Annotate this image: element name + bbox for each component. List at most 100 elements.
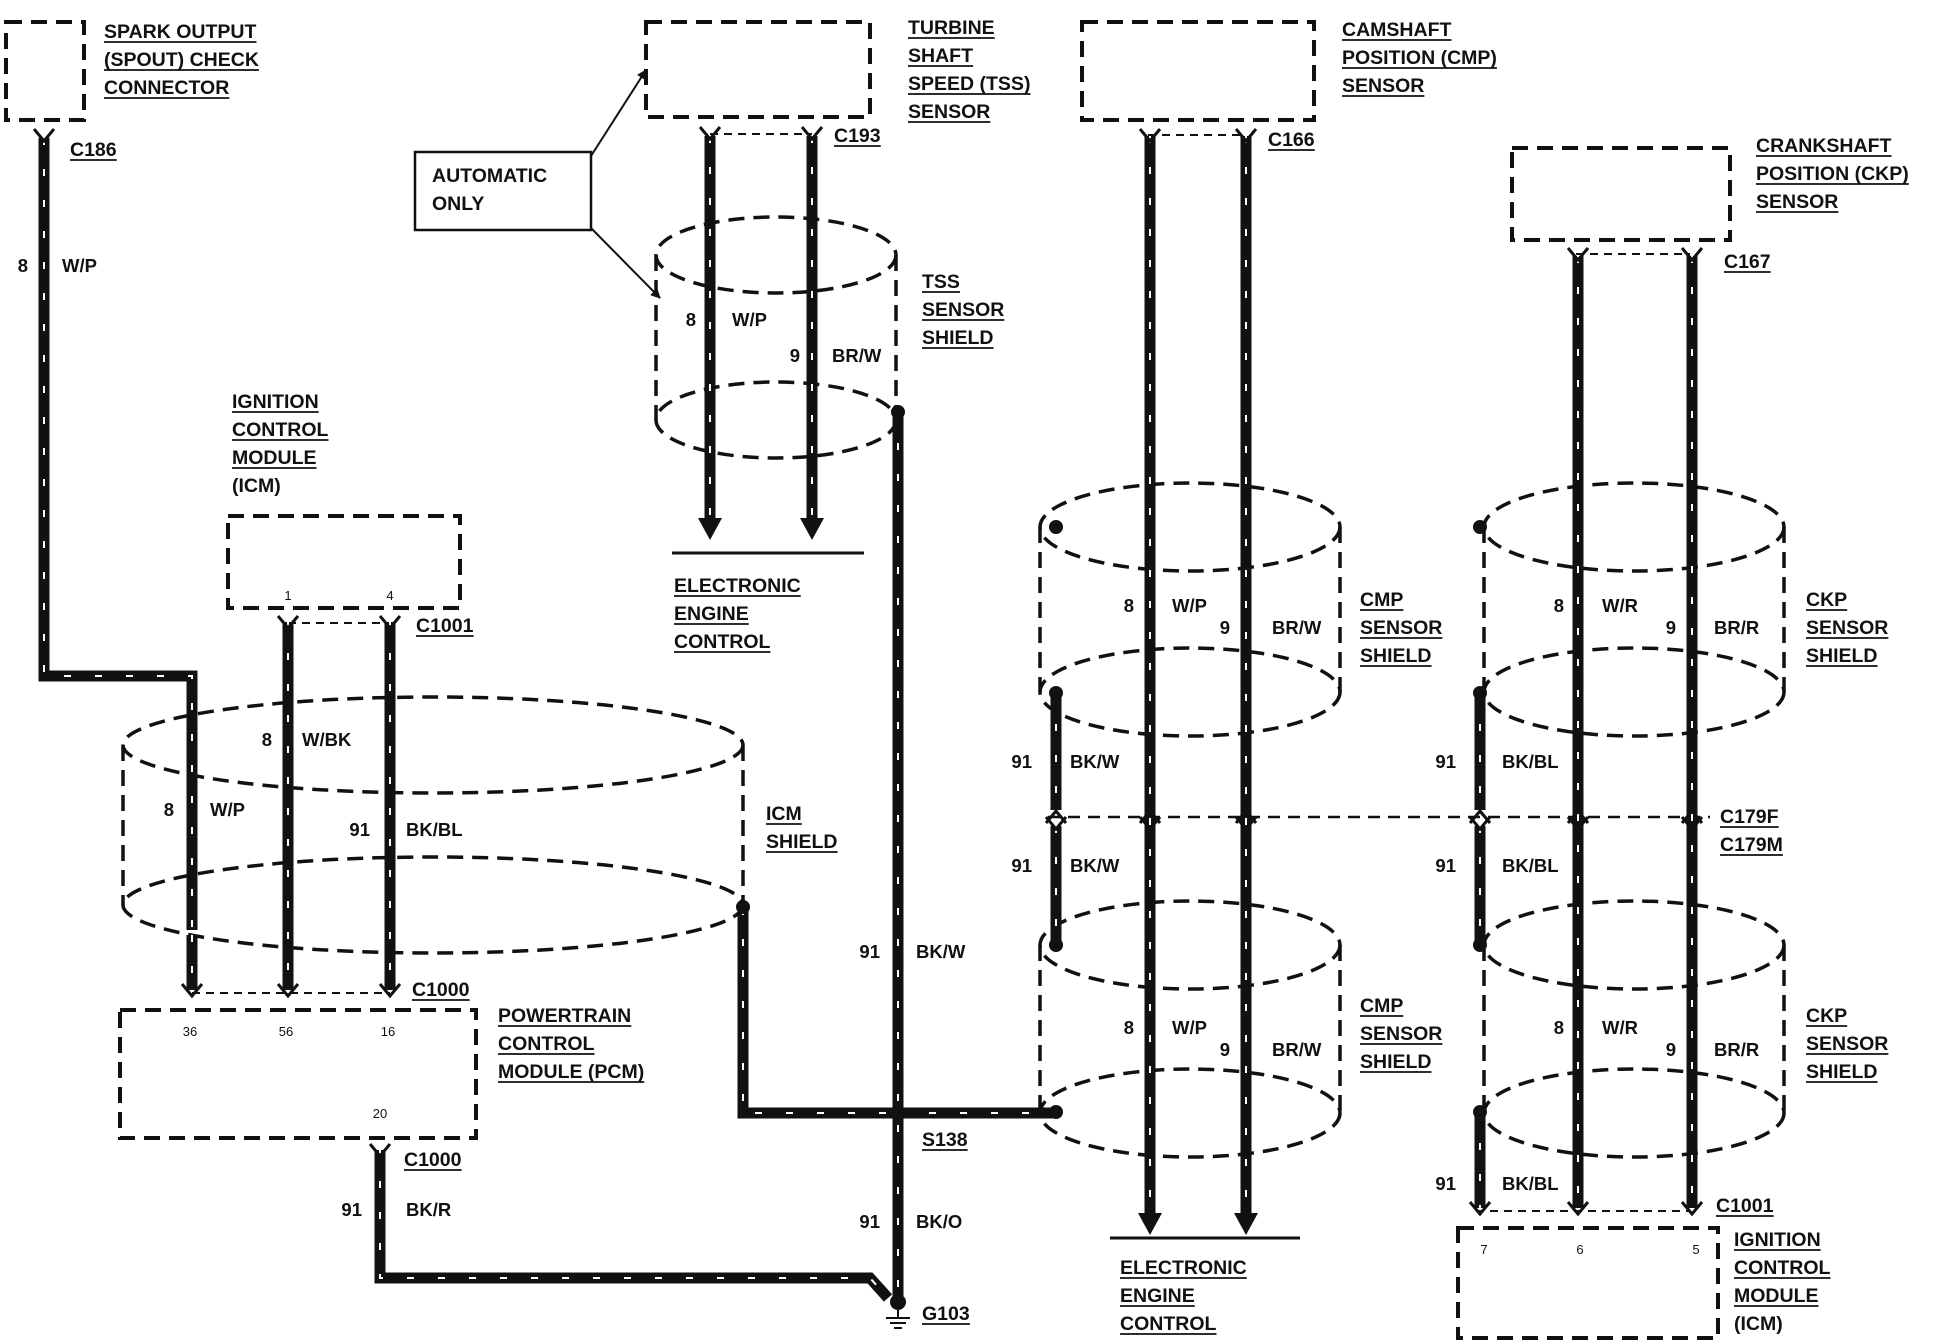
icm-top-label-line-2: MODULE [232,447,317,469]
icm-shield-drain-dot [736,900,750,914]
cmp-arrow-wp [1138,1213,1162,1235]
c1000b-chevron-icon [276,983,300,999]
pin-pcm-56: 56 [279,1024,293,1039]
c1001-top-label: C1001 [416,615,474,637]
cmp-shield-dot-1 [1049,520,1063,534]
s138-splice-dot [890,1105,906,1121]
c1001-bottom-label: C1001 [1716,1195,1774,1217]
c1001d-chevron-icon [1566,1201,1590,1217]
cmp-label-line-2: SENSOR [1342,75,1424,97]
wire-circuit-ckp-b-bkbl: 91 [1435,1173,1456,1194]
c167-label: C167 [1724,251,1771,273]
c1000d-chevron-icon [368,1143,392,1159]
callout-arrow-lower [590,227,661,299]
spout-wire-tracer [43,138,193,930]
cmp-lower-shield-label-line-0: CMP [1360,995,1403,1017]
c179f-label: C179F [1720,806,1779,828]
cmp-upper-shield [1038,481,1342,738]
c167a-chevron-icon [1566,247,1590,263]
eec-left-label-line-0: ELECTRONIC [674,575,801,597]
c179m-chevron-icon-3 [1468,816,1492,832]
c193a-chevron-icon [698,126,722,142]
c179m-label: C179M [1720,834,1783,856]
pin-icm-7: 7 [1480,1242,1487,1257]
wire-circuit-tss-wp: 8 [686,309,696,330]
wire-color-pcm-bkr: BK/R [406,1199,451,1220]
c1001c-chevron-icon [1468,1201,1492,1217]
wire-circuit-ckp-u-brr: 9 [1666,617,1676,638]
c1000-top-label: C1000 [412,979,470,1001]
c166a-chevron-icon [1138,128,1162,144]
wire-color-tss-wp: W/P [732,309,767,330]
cmp-upper-shield-label-line-1: SENSOR [1360,617,1442,639]
pcm-label-line-0: POWERTRAIN [498,1005,631,1027]
cmp-lower-shield-label-line-1: SENSOR [1360,1023,1442,1045]
callout-arrow-upper [590,69,647,157]
eec-right-label-line-0: ELECTRONIC [1120,1257,1247,1279]
ckp-shield-dot-3 [1473,938,1487,952]
c179m-chevron-icon-1 [1138,816,1162,832]
c186-chevron-icon [32,128,56,144]
icm-top-label-line-0: IGNITION [232,391,319,413]
cmp-arrow-brw [1234,1213,1258,1235]
ckp-shield-dot-1 [1473,520,1487,534]
g103-ground-dot [890,1294,906,1310]
pin-pcm-36: 36 [183,1024,197,1039]
c1000-bottom-label: C1000 [404,1149,462,1171]
eec-right-label-line-2: CONTROL [1120,1313,1216,1335]
pcm-label-line-2: MODULE (PCM) [498,1061,644,1083]
icm-shield-label-line-0: ICM [766,803,802,825]
c179m-chevron-icon-5 [1680,816,1704,832]
c1001e-chevron-icon [1680,1201,1704,1217]
wire-color-ckp-u-brr: BR/R [1714,617,1759,638]
icm-drain [737,908,898,1119]
wire-color-cmp-u-wp: W/P [1172,595,1207,616]
wire-color-ckp-l-wr: W/R [1602,1017,1638,1038]
wires-layer [32,126,1704,1302]
spout-label-line-2: CONNECTOR [104,77,229,99]
ckp-shield-dot-4 [1473,1105,1487,1119]
wire-circuit-ckp-u-bkbl: 91 [1435,751,1456,772]
tss-label-line-2: SPEED (TSS) [908,73,1030,95]
wire-color-ckp-l-bkbl: BK/BL [1502,855,1559,876]
cmp-label-line-0: CAMSHAFT [1342,19,1451,41]
tss-label-line-0: TURBINE [908,17,995,39]
wire-circuit-ckp-u-wr: 8 [1554,595,1564,616]
c193-label: C193 [834,125,881,147]
ckp-label-line-1: POSITION (CKP) [1756,163,1909,185]
wire-color-cmp-u-brw: BR/W [1272,617,1322,638]
ckp-lower-shield-label-line-2: SHIELD [1806,1061,1878,1083]
wire-circuit-ckp-l-bkbl: 91 [1435,855,1456,876]
wire-color-icm-bkbl: BK/BL [406,819,463,840]
g103-label: G103 [922,1303,970,1325]
tss-arrow-brw [800,518,824,540]
auto-only-label-line-1: ONLY [432,193,484,215]
icm-bottom-label-line-3: (ICM) [1734,1313,1783,1335]
spout-connector-box [4,20,86,122]
tss-shield-label-line-2: SHIELD [922,327,994,349]
pin-pcm-16: 16 [381,1024,395,1039]
wire-circuit-spout-wp: 8 [18,255,28,276]
wire-circuit-ckp-l-wr: 8 [1554,1017,1564,1038]
spout-label-line-0: SPARK OUTPUT [104,21,256,43]
wire-circuit-cmp-u-wp: 8 [1124,595,1134,616]
icm-bottom-box [1456,1226,1720,1340]
wire-color-ckp-u-bkbl: BK/BL [1502,751,1559,772]
pcm-bkr-wire [374,1150,893,1302]
eec-right-label-line-1: ENGINE [1120,1285,1195,1307]
wire-circuit-g103-bko: 91 [859,1211,880,1232]
icm-bottom-label-line-2: MODULE [1734,1285,1819,1307]
wire-color-cmp-u-bkw: BK/W [1070,751,1120,772]
icm-top-label-line-1: CONTROL [232,419,328,441]
wire-color-cmp-l-brw: BR/W [1272,1039,1322,1060]
c166b-chevron-icon [1234,128,1258,144]
wire-color-spout-wp: W/P [62,255,97,276]
pcm-bkr-wire-tracer [379,1150,889,1299]
wire-circuit-s138-bkw: 91 [859,941,880,962]
ground-symbol-icon [886,1310,910,1329]
c179m-chevron-icon-4 [1566,816,1590,832]
ckp-label-line-2: SENSOR [1756,191,1838,213]
wire-circuit-cmp-l-brw: 9 [1220,1039,1230,1060]
wire-color-icm-wbk: W/BK [302,729,352,750]
